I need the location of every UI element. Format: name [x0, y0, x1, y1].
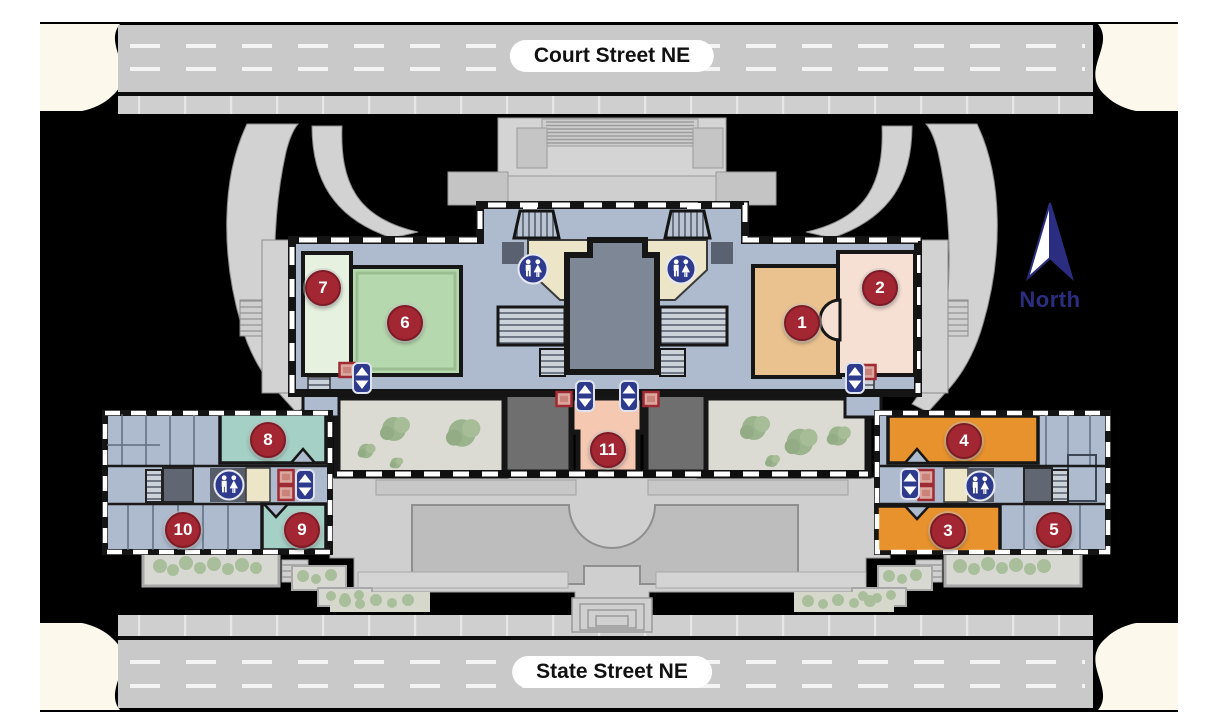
north-arrow-icon: [1026, 202, 1074, 282]
rotunda-core: [564, 237, 660, 375]
office-partitions: [107, 414, 229, 550]
north-compass-label: North: [1019, 287, 1081, 312]
room-marker-6[interactable]: 6: [387, 305, 423, 341]
south-terrace: [329, 477, 891, 633]
state-street-label: State Street NE: [512, 656, 712, 688]
room-marker-10[interactable]: 10: [165, 512, 201, 548]
room-marker-11[interactable]: 11: [590, 432, 626, 468]
room-marker-5[interactable]: 5: [1036, 512, 1072, 548]
room-marker-3[interactable]: 3: [930, 513, 966, 549]
room-marker-4[interactable]: 4: [946, 423, 982, 459]
courtyard-left: [333, 393, 509, 479]
garden-planters: [141, 550, 1083, 612]
planter-shrubs: [153, 556, 1051, 609]
courtyard-right: [696, 393, 872, 479]
court-street-label: Court Street NE: [509, 40, 715, 72]
north-vestibule-stairs: [512, 209, 712, 240]
side-terraces: [239, 239, 969, 394]
south-entry-steps: [571, 597, 653, 633]
room-marker-2[interactable]: 2: [862, 270, 898, 306]
court-street-sidewalk: [118, 96, 1093, 114]
room-marker-1[interactable]: 1: [784, 305, 820, 341]
room-marker-7[interactable]: 7: [305, 270, 341, 306]
state-street-road: [118, 615, 1093, 708]
room-marker-8[interactable]: 8: [250, 422, 286, 458]
corner-curbs: [40, 24, 1178, 710]
room-marker-9[interactable]: 9: [284, 512, 320, 548]
grand-stairs: [496, 305, 729, 377]
north-portico: [447, 117, 777, 208]
